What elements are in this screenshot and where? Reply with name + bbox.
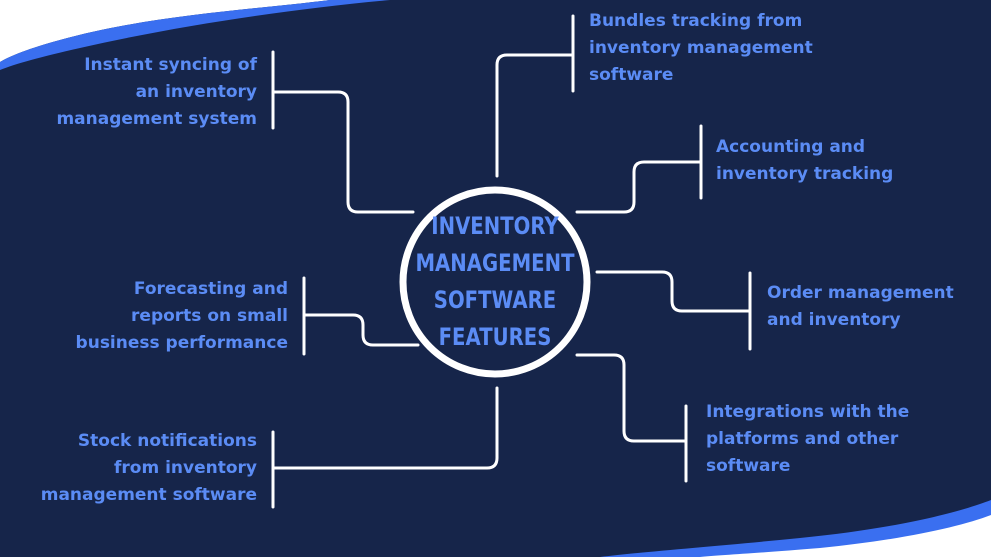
- connector-accounting: [575, 160, 703, 214]
- feature-line: Stock notifications: [77, 431, 257, 451]
- feature-line: Instant syncing of: [84, 55, 257, 75]
- feature-line: inventory tracking: [716, 164, 894, 184]
- feature-line: Forecasting and: [133, 279, 288, 299]
- connector-order-management: [595, 270, 752, 313]
- feature-line: management system: [56, 109, 257, 129]
- feature-line: software: [706, 456, 791, 476]
- hub-title-line: FEATURES: [438, 323, 552, 351]
- feature-line: business performance: [75, 333, 288, 353]
- feature-instant-syncing: Instant syncing of an inventory manageme…: [56, 52, 257, 133]
- feature-line: and inventory: [767, 310, 901, 330]
- connector-instant-syncing: [271, 90, 415, 214]
- feature-line: an inventory: [135, 82, 257, 102]
- feature-accounting: Accounting and inventory tracking: [716, 134, 893, 188]
- feature-line: Accounting and: [716, 137, 866, 157]
- top-left-wave: [0, 0, 330, 62]
- feature-line: platforms and other: [706, 429, 899, 449]
- bottom-right-wave: [700, 515, 991, 557]
- connector-integrations: [575, 353, 688, 443]
- feature-line: software: [589, 65, 674, 85]
- feature-order-management: Order management and inventory: [767, 280, 954, 334]
- connector-forecasting: [302, 313, 420, 347]
- feature-integrations: Integrations with the platforms and othe…: [706, 399, 909, 480]
- feature-line: Order management: [767, 283, 954, 303]
- feature-line: Bundles tracking from: [589, 11, 803, 31]
- hub-title: INVENTORY MANAGEMENT SOFTWARE FEATURES: [411, 191, 578, 373]
- connector-bundles-tracking: [495, 53, 575, 178]
- hub-title-line: SOFTWARE: [433, 286, 557, 314]
- feature-stock-notifications: Stock notifications from inventory manag…: [41, 428, 257, 509]
- feature-line: Integrations with the: [706, 402, 910, 422]
- feature-line: reports on small: [131, 306, 288, 326]
- feature-line: management software: [40, 485, 257, 505]
- feature-forecasting: Forecasting and reports on small busines…: [76, 276, 288, 357]
- hub-title-line: INVENTORY: [431, 212, 559, 240]
- hub-title-line: MANAGEMENT: [415, 249, 575, 277]
- connector-stock-notifications: [271, 386, 499, 470]
- feature-bundles-tracking: Bundles tracking from inventory manageme…: [589, 8, 813, 89]
- hub-circle: [399, 186, 591, 378]
- feature-line: from inventory: [113, 458, 257, 478]
- feature-line: inventory management: [589, 38, 813, 58]
